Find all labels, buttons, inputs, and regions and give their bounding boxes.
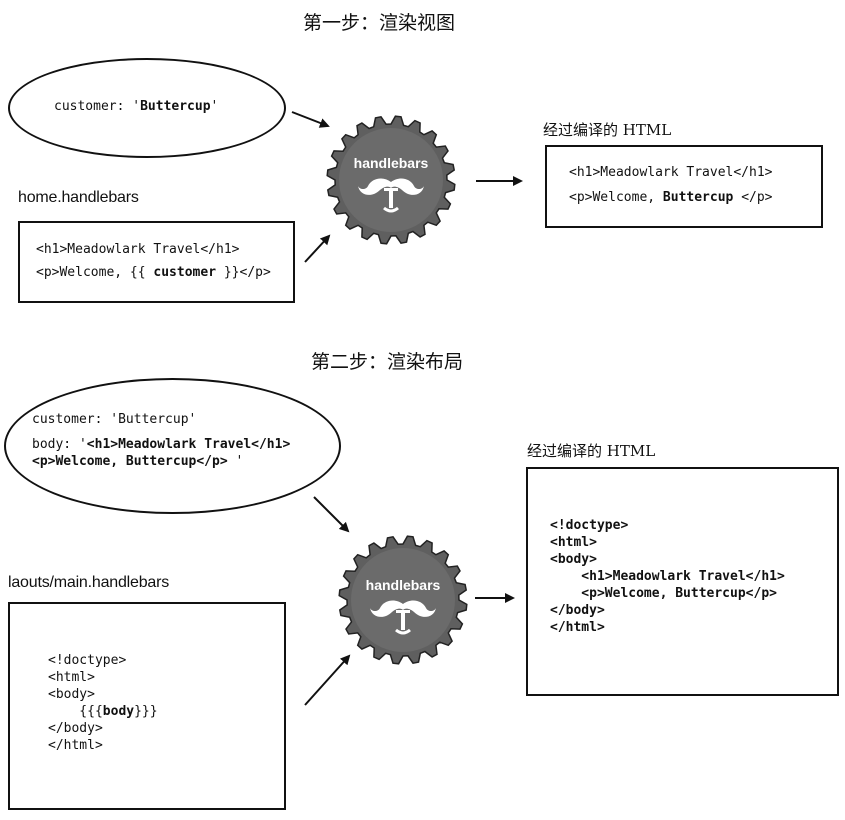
output-line: </html> (550, 620, 605, 635)
step1-output-box: <h1>Meadowlark Travel</h1> <p>Welcome, B… (545, 145, 823, 228)
step2-template-label: laouts/main.handlebars (8, 574, 170, 591)
handlebars-gear-icon: handlebars (338, 535, 468, 665)
arrow-icon (304, 234, 331, 263)
output-line: <h1>Meadowlark Travel</h1> (550, 569, 785, 584)
step1-template-label: home.handlebars (18, 189, 139, 206)
output-line: </body> (550, 603, 605, 618)
template-line: </html> (48, 738, 103, 753)
output-line: <p>Welcome, Buttercup</p> (550, 586, 777, 601)
template-line: </body> (48, 721, 103, 736)
step1-title: 第一步：渲染视图 (303, 12, 456, 34)
step2-context-line1: customer: 'Buttercup' (32, 412, 197, 427)
step2-context-line3: <p>Welcome, Buttercup</p> ' (32, 454, 244, 469)
step2-output-label: 经过编译的 HTML (527, 442, 656, 460)
step2-context-ellipse: customer: 'Buttercup' body: '<h1>Meadowl… (4, 378, 341, 514)
step1-template-line2: <p>Welcome, {{ customer }}</p> (36, 265, 271, 280)
template-line: <!doctype> (48, 653, 127, 668)
output-line: <html> (550, 535, 597, 550)
step2-title: 第二步：渲染布局 (311, 351, 464, 373)
step1-context-text: customer: 'Buttercup' (54, 99, 219, 114)
step2-template-box: <!doctype> <html> <body> {{{body}}} </bo… (8, 602, 286, 810)
step2-output-box: <!doctype> <html> <body> <h1>Meadowlark … (526, 467, 839, 696)
step2-output-code: <!doctype> <html> <body> <h1>Meadowlark … (550, 517, 785, 636)
step1-context-ellipse: customer: 'Buttercup' (8, 58, 286, 158)
step1-engine-label: handlebars (354, 155, 429, 171)
arrow-icon (304, 654, 351, 706)
step1-template-line1: <h1>Meadowlark Travel</h1> (36, 242, 240, 257)
template-line: <html> (48, 670, 95, 685)
output-line: <body> (550, 552, 597, 567)
step1-output-line1: <h1>Meadowlark Travel</h1> (569, 165, 773, 180)
handlebars-gear-icon: handlebars (326, 115, 456, 245)
step2-context-line2: body: '<h1>Meadowlark Travel</h1> (32, 437, 291, 452)
mustache-icon (358, 178, 424, 213)
template-line: <body> (48, 687, 95, 702)
step1-template-box: <h1>Meadowlark Travel</h1> <p>Welcome, {… (18, 221, 295, 303)
step1-output-line2: <p>Welcome, Buttercup </p> (569, 190, 773, 205)
template-body-line: {{{body}}} (48, 704, 158, 719)
arrow-icon (291, 111, 330, 128)
step2-template-code: <!doctype> <html> <body> {{{body}}} </bo… (48, 652, 158, 754)
mustache-icon (370, 600, 436, 635)
output-line: <!doctype> (550, 518, 629, 533)
step2-engine-label: handlebars (366, 577, 441, 593)
step1-output-label: 经过编译的 HTML (543, 121, 672, 139)
arrow-icon (313, 496, 350, 533)
